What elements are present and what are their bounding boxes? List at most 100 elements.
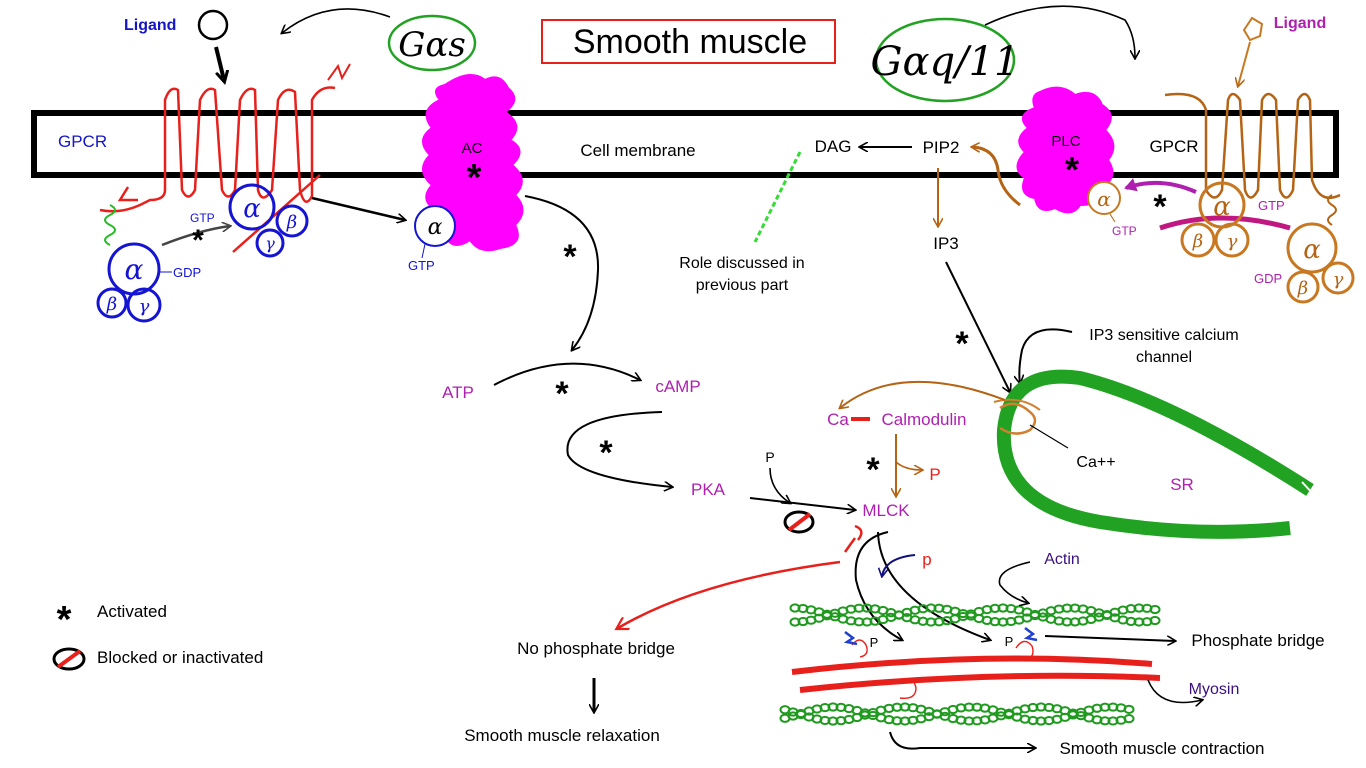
phosphate-bridge-label: Phosphate bridge [1191,631,1324,650]
left-ligand-circle [197,9,229,41]
left-gprotein-inactive: α β γ GDP [96,242,201,323]
svg-text:*: * [555,375,569,413]
gtp-label-left: GTP [190,211,215,225]
myosin-pointer [1147,679,1202,703]
left-gprotein-active: α β γ GTP [190,183,309,258]
svg-text:*: * [1065,149,1079,190]
role-note-line1: Role discussed in [679,255,804,272]
svg-text:β: β [1297,278,1308,299]
magenta-divider [1159,215,1291,231]
actin-bead [1149,604,1161,615]
green-anchor [104,204,116,246]
svg-text:*: * [467,157,482,199]
legend-blocked-icon [52,647,86,671]
relaxation-label: Smooth muscle relaxation [464,726,660,745]
channel-label-line1: IP3 sensitive calcium [1089,327,1238,344]
ac-label: AC [462,140,483,157]
svg-text:α: α [1213,192,1231,222]
actin-bead [1123,704,1135,714]
pip2-label: PIP2 [923,138,960,157]
cell-membrane: Cell membrane [31,110,1339,178]
g-alpha-s-label: Gαs [387,14,477,72]
legend-activated-icon: * [57,599,72,641]
alpha-symbol: α [125,253,144,286]
svg-text:Gαq/11: Gαq/11 [871,39,1020,85]
right-ligand-shape [1242,16,1264,42]
gdp-label-left: GDP [173,265,201,280]
plc-label: PLC [1051,133,1080,150]
ip3-to-channel-arrow [945,261,1010,392]
pka-label: PKA [691,480,726,499]
svg-text:Gαs: Gαs [398,25,466,65]
svg-text:*: * [955,325,969,363]
c-terminus-mark [117,186,138,202]
camp-label: cAMP [655,377,700,396]
bridge-arrow [1044,635,1175,641]
title-box: Smooth muscle [541,19,836,64]
svg-text:β: β [286,212,297,233]
right-gpcr: GPCR Ligand [1149,15,1341,231]
pka-to-mlck-arrow [749,497,855,510]
phosphate-mlck: P [929,465,940,484]
beta-symbol: β [106,294,117,315]
myosin-filament [791,639,1161,699]
ip3-label: IP3 [933,234,959,253]
phosphate-markers: P P [843,627,1038,650]
svg-text:P: P [870,635,879,650]
ca-label: Ca [827,410,849,429]
actin-filament-top [789,603,1161,627]
page-title: Smooth muscle [573,23,807,61]
svg-text:α: α [243,194,261,224]
gdp-gtp-exchange-arrow [161,226,230,247]
legend-activated-label: Activated [97,602,167,621]
dag-dashed-line [753,151,802,243]
dag-label: DAG [815,137,852,156]
blocked-symbol-pka [783,510,815,534]
mlck-to-myosin-right [877,531,990,640]
g-alpha-q-label: Gαq/11 [871,17,1020,103]
ligand-binding-arrow [214,46,224,80]
gtp-bound-plc: GTP [1112,224,1137,238]
svg-text:P: P [1005,634,1014,649]
gdp-label-right: GDP [1254,271,1282,286]
ca-ion-label: Ca++ [1076,454,1115,471]
legend-blocked-label: Blocked or inactivated [97,648,263,667]
right-gpcr-helices [1164,92,1341,200]
svg-text:*: * [599,434,613,472]
right-galpha-plc: α GTP [1087,181,1137,238]
galpha-to-plc-arrow [1124,178,1197,194]
calmodulin-label: Calmodulin [881,410,966,429]
calcium-release-arrow [840,380,1006,408]
ac-to-camp-arrow [524,195,600,350]
adenylyl-cyclase: AC * α GTP [408,74,524,273]
role-note-line2: previous part [696,277,789,294]
activated-star: * [192,224,204,257]
gtp-label-right: GTP [1258,198,1285,213]
svg-text:*: * [563,238,577,276]
svg-text:α: α [428,215,443,240]
right-gprotein-inactive: α β γ GDP [1254,222,1355,304]
galpha-to-ac-arrow [311,196,405,220]
camp-to-pka-arrow [566,411,672,487]
cell-membrane-label: Cell membrane [580,141,695,160]
left-gpcr: GPCR Ligand [58,9,351,253]
right-gpcr-label: GPCR [1149,137,1198,156]
no-bridge-label: No phosphate bridge [517,639,675,658]
svg-text:β: β [1192,231,1203,252]
sr-label: SR [1170,475,1194,494]
atp-to-camp-arrow [493,362,640,386]
left-ligand-label: Ligand [124,17,176,34]
right-gprotein-active: α β γ GTP [1180,181,1285,258]
plc-to-pip2-arrow [972,147,1021,207]
actin-bead [1123,714,1135,724]
gaq-to-gpcr-arrow [984,5,1135,58]
svg-text:α: α [1303,235,1321,265]
svg-text:γ: γ [1227,231,1238,252]
no-bridge-arrow [618,560,841,628]
mlck-to-myosin-left [854,531,902,640]
phosphate-lower: p [922,550,931,569]
atp-label: ATP [442,383,474,402]
channel-label-line2: channel [1136,349,1192,366]
contraction-arrow [889,731,1035,749]
